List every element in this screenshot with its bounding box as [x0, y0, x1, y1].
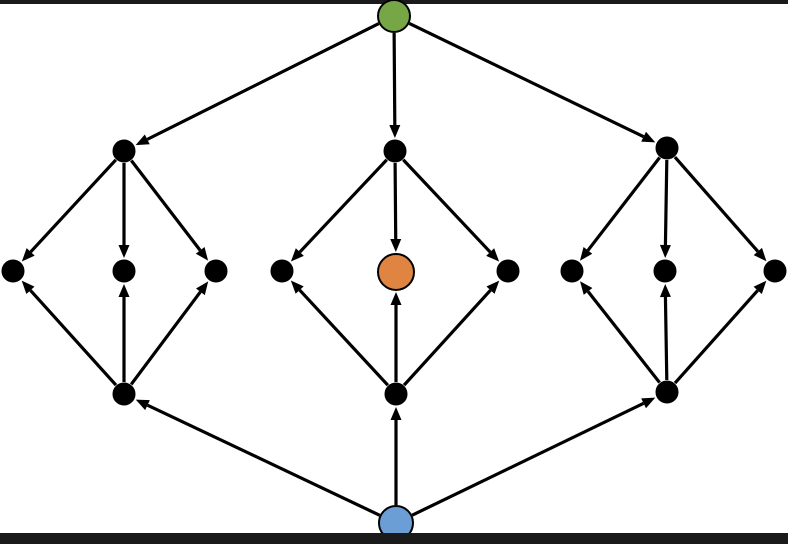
edge-arrowhead [390, 238, 402, 253]
graph-edge [673, 155, 767, 262]
edge-arrowhead [196, 281, 209, 296]
graph-node-right-leaf-b[interactable] [653, 259, 677, 283]
graph-edge [390, 407, 402, 505]
graph-edge [21, 158, 118, 262]
edge-arrowhead [21, 248, 35, 262]
edge-arrowhead [486, 248, 500, 262]
graph-edge [118, 163, 130, 258]
graph-edge [389, 32, 401, 139]
graph-edge [402, 158, 500, 262]
graph-node-middle-leaf-b[interactable] [377, 253, 415, 291]
edge-arrowhead [290, 280, 304, 294]
edge-arrowhead [641, 397, 656, 409]
graph-node-left-leaf-a[interactable] [1, 259, 25, 283]
graph-edge [659, 159, 671, 259]
graph-edge [21, 280, 118, 387]
edge-arrowhead [390, 407, 402, 420]
graph-node-right-leaf-a[interactable] [560, 259, 584, 283]
edge-arrowhead [21, 280, 35, 294]
graph-edge [290, 280, 390, 387]
graph-edge [290, 158, 388, 262]
graph-edge [673, 280, 767, 385]
graph-node-middle-top-hub[interactable] [383, 139, 407, 163]
edge-arrowhead [579, 247, 593, 261]
edge-arrowhead [135, 399, 150, 411]
graph-node-left-leaf-c[interactable] [204, 259, 228, 283]
edge-arrowhead [290, 248, 304, 262]
graph-edge [408, 21, 656, 143]
edge-arrowhead [753, 247, 767, 262]
graph-edge [390, 292, 402, 382]
frame-bottom-border [0, 533, 788, 544]
edge-arrowhead [659, 244, 671, 259]
graph-edge [411, 397, 656, 517]
edge-arrowhead [486, 280, 500, 294]
edge-arrowhead [390, 292, 402, 305]
graph-node-left-top-hub[interactable] [112, 139, 136, 163]
edge-arrowhead [753, 280, 767, 295]
edge-layer [21, 21, 767, 517]
edge-arrowhead [389, 124, 401, 139]
graph-edge [579, 156, 661, 261]
graph-edge [580, 281, 661, 384]
graph-node-left-bottom-hub[interactable] [112, 382, 136, 406]
edge-arrowhead [118, 245, 130, 258]
graph-edge [130, 159, 209, 261]
edge-arrowhead [195, 247, 209, 261]
graph-edge [390, 162, 402, 253]
edge-arrowhead [118, 284, 130, 297]
graph-edge [135, 22, 380, 146]
graph-node-middle-leaf-c[interactable] [496, 259, 520, 283]
graph-node-middle-bottom-hub[interactable] [384, 382, 408, 406]
graph-node-source[interactable] [377, 0, 411, 33]
edge-arrowhead [135, 134, 150, 146]
graph-edge [118, 284, 130, 382]
graph-node-right-leaf-c[interactable] [763, 259, 787, 283]
graph-edge [659, 283, 671, 381]
graph-edge [129, 281, 209, 386]
edge-arrowhead [659, 283, 671, 298]
graph-node-left-leaf-b[interactable] [112, 259, 136, 283]
edge-arrowhead [641, 131, 656, 143]
graph-edge [402, 280, 500, 387]
graph-node-right-top-hub[interactable] [655, 136, 679, 160]
graph-node-middle-leaf-a[interactable] [270, 259, 294, 283]
edge-arrowhead [580, 281, 593, 295]
graph-edge [135, 399, 381, 517]
graph-node-right-bottom-hub[interactable] [655, 380, 679, 404]
